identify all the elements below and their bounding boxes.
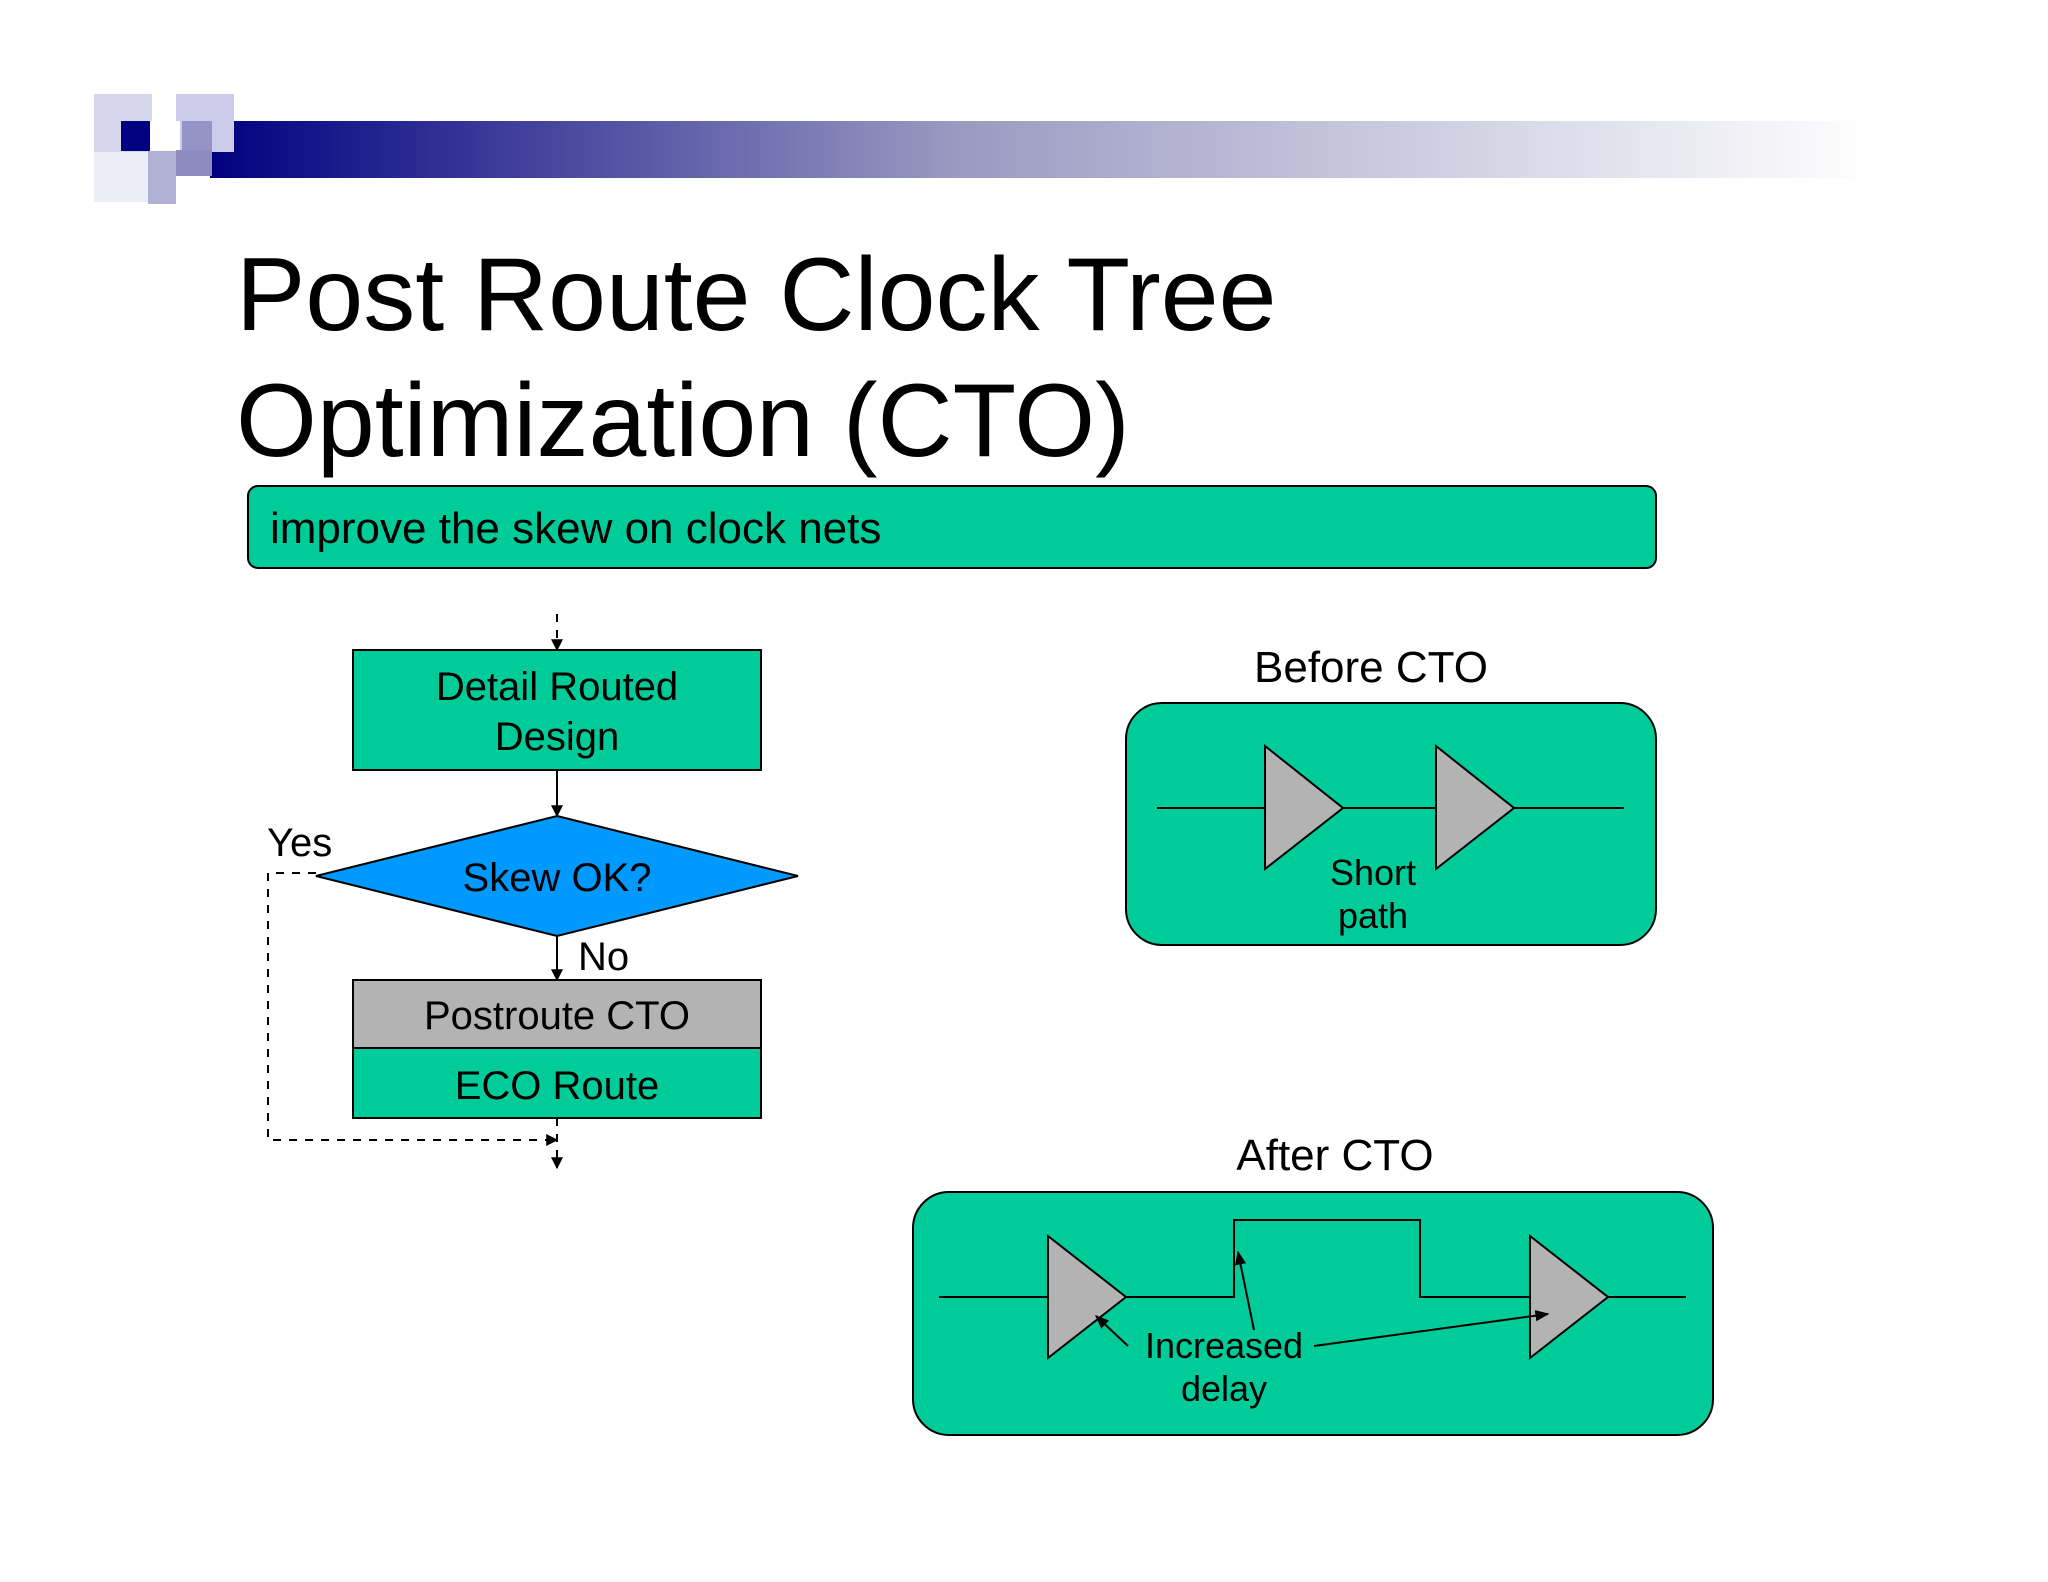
after-cto-heading: After CTO [1236, 1131, 1433, 1180]
delay-pointer-arrow-2 [1235, 1250, 1255, 1331]
summary-banner: improve the skew on clock nets [247, 485, 1657, 569]
summary-banner-text: improve the skew on clock nets [270, 504, 881, 553]
before-buffer-1-icon [1264, 743, 1345, 872]
detail-routed-design-line-1: Detail Routed [436, 665, 678, 709]
yes-label: Yes [267, 821, 332, 865]
header-decoration [94, 94, 1870, 204]
before-note-line-2: path [1338, 895, 1408, 936]
before-buffer-2-icon [1435, 743, 1516, 872]
header-gradient-bar [210, 121, 1870, 178]
delay-pointer-arrow-1 [1094, 1315, 1129, 1347]
before-cto-heading: Before CTO [1254, 643, 1488, 692]
before-note-line-1: Short [1330, 852, 1416, 893]
eco-route-label: ECO Route [455, 1064, 660, 1108]
skew-ok-decision: Skew OK? [315, 814, 799, 938]
after-note-line-1: Increased [1145, 1325, 1303, 1366]
postroute-cto-label: Postroute CTO [424, 994, 690, 1038]
pixel-squares-logo [94, 94, 234, 204]
delay-pointer-arrow-3 [1313, 1310, 1550, 1347]
detail-routed-design-box: Detail Routed Design [352, 649, 762, 771]
after-wire-detour [1126, 1219, 1530, 1298]
before-cto-panel: Before CTO Short path [1125, 643, 1657, 946]
after-note-line-2: delay [1181, 1368, 1267, 1409]
page-title-line-2: Optimization (CTO) [236, 363, 1130, 479]
after-cto-box [912, 1191, 1714, 1436]
before-cto-box [1125, 702, 1657, 946]
detail-routed-design-line-2: Design [495, 715, 620, 759]
no-label: No [578, 935, 629, 979]
after-cto-panel: After CTO Increased delay [912, 1131, 1714, 1436]
flowchart: Detail Routed Design Skew OK? Yes No Pos… [267, 614, 799, 1170]
yes-path-line [267, 872, 559, 1146]
skew-ok-label: Skew OK? [463, 856, 652, 900]
postroute-cto-box: Postroute CTO [352, 979, 762, 1049]
after-buffer-1-icon [1047, 1233, 1128, 1361]
eco-route-box: ECO Route [352, 1047, 762, 1119]
after-buffer-2-icon [1529, 1233, 1610, 1361]
page-title-line-1: Post Route Clock Tree [236, 237, 1276, 353]
